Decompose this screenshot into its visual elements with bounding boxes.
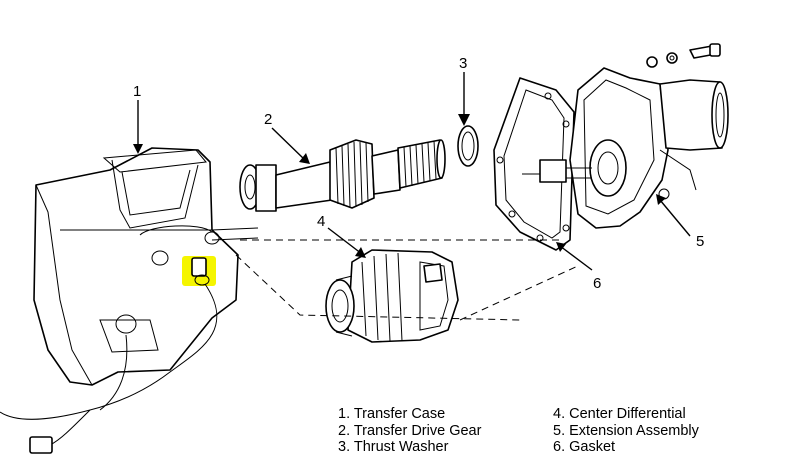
sensor-highlight bbox=[182, 256, 216, 286]
alignment-lines bbox=[235, 239, 581, 321]
thrust-washer bbox=[457, 125, 479, 167]
gasket bbox=[493, 77, 575, 251]
center-differential bbox=[325, 249, 459, 343]
legend-left: 1. Transfer Case 2. Transfer Drive Gear … bbox=[338, 406, 481, 456]
legend-item-transfer-drive-gear: 2. Transfer Drive Gear bbox=[338, 422, 482, 439]
callout-6: 6 bbox=[593, 275, 601, 292]
callout-4: 4 bbox=[317, 213, 325, 230]
extension-assembly bbox=[522, 67, 729, 229]
transfer-drive-gear bbox=[239, 139, 446, 212]
callout-1: 1 bbox=[133, 83, 141, 100]
legend-item-center-differential: 4. Center Differential bbox=[553, 406, 686, 422]
legend-item-extension-assembly: 5. Extension Assembly bbox=[553, 422, 699, 439]
legend-item-gasket: 6. Gasket bbox=[553, 439, 616, 455]
bolts bbox=[646, 43, 721, 68]
callout-2: 2 bbox=[264, 111, 272, 128]
callout-3: 3 bbox=[459, 55, 467, 72]
legend-item-transfer-case: 1. Transfer Case bbox=[338, 406, 446, 422]
transfer-case bbox=[33, 147, 259, 386]
callout-5: 5 bbox=[696, 233, 704, 250]
wire-harness bbox=[0, 283, 218, 454]
leader-lines bbox=[133, 72, 691, 271]
legend-item-thrust-washer: 3. Thrust Washer bbox=[338, 439, 449, 455]
legend-right: 4. Center Differential 5. Extension Asse… bbox=[553, 406, 699, 456]
